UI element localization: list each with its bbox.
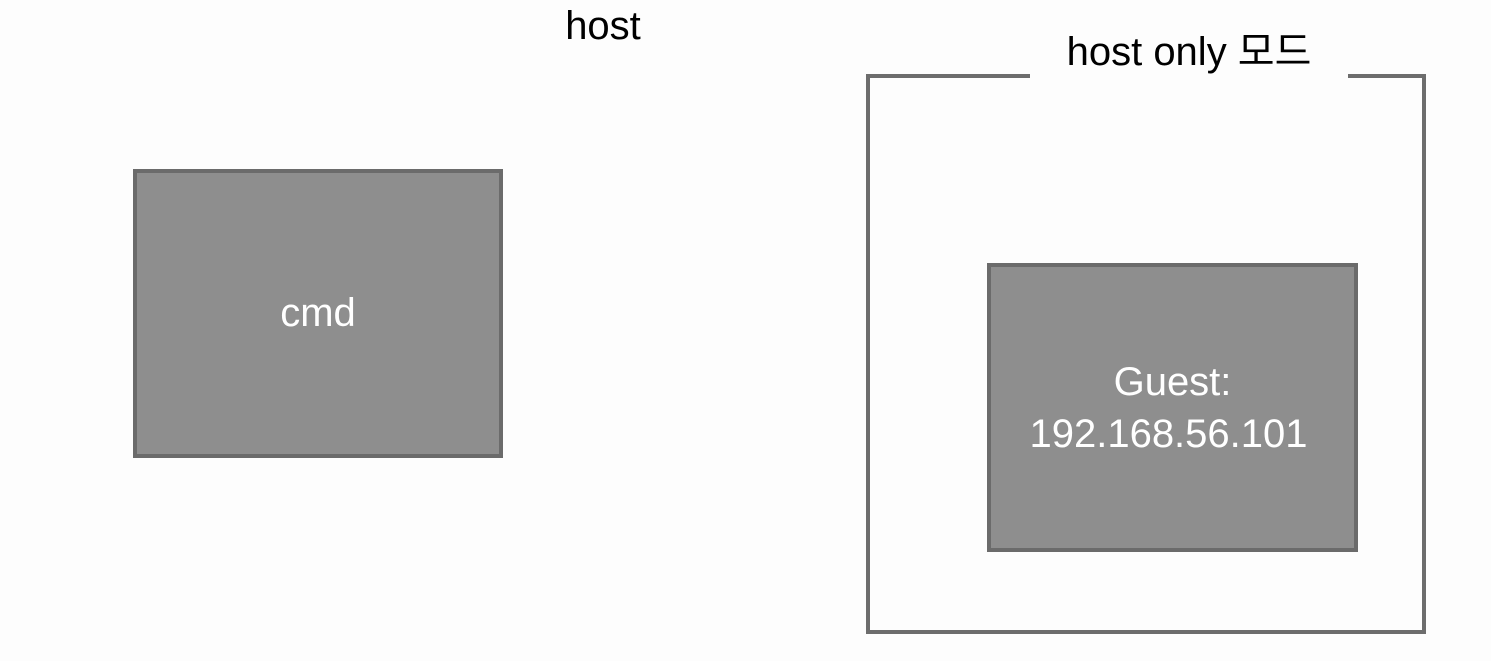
cmd-label: cmd <box>280 291 356 335</box>
cmd-box: cmd <box>133 169 503 458</box>
guest-label: Guest: <box>1113 359 1232 404</box>
guest-box: Guest: 192.168.56.101 <box>987 263 1358 552</box>
host-only-mode-label: host only 모드 <box>1030 26 1348 82</box>
host-label: host <box>565 4 641 48</box>
guest-ip: 192.168.56.101 <box>1029 411 1308 456</box>
